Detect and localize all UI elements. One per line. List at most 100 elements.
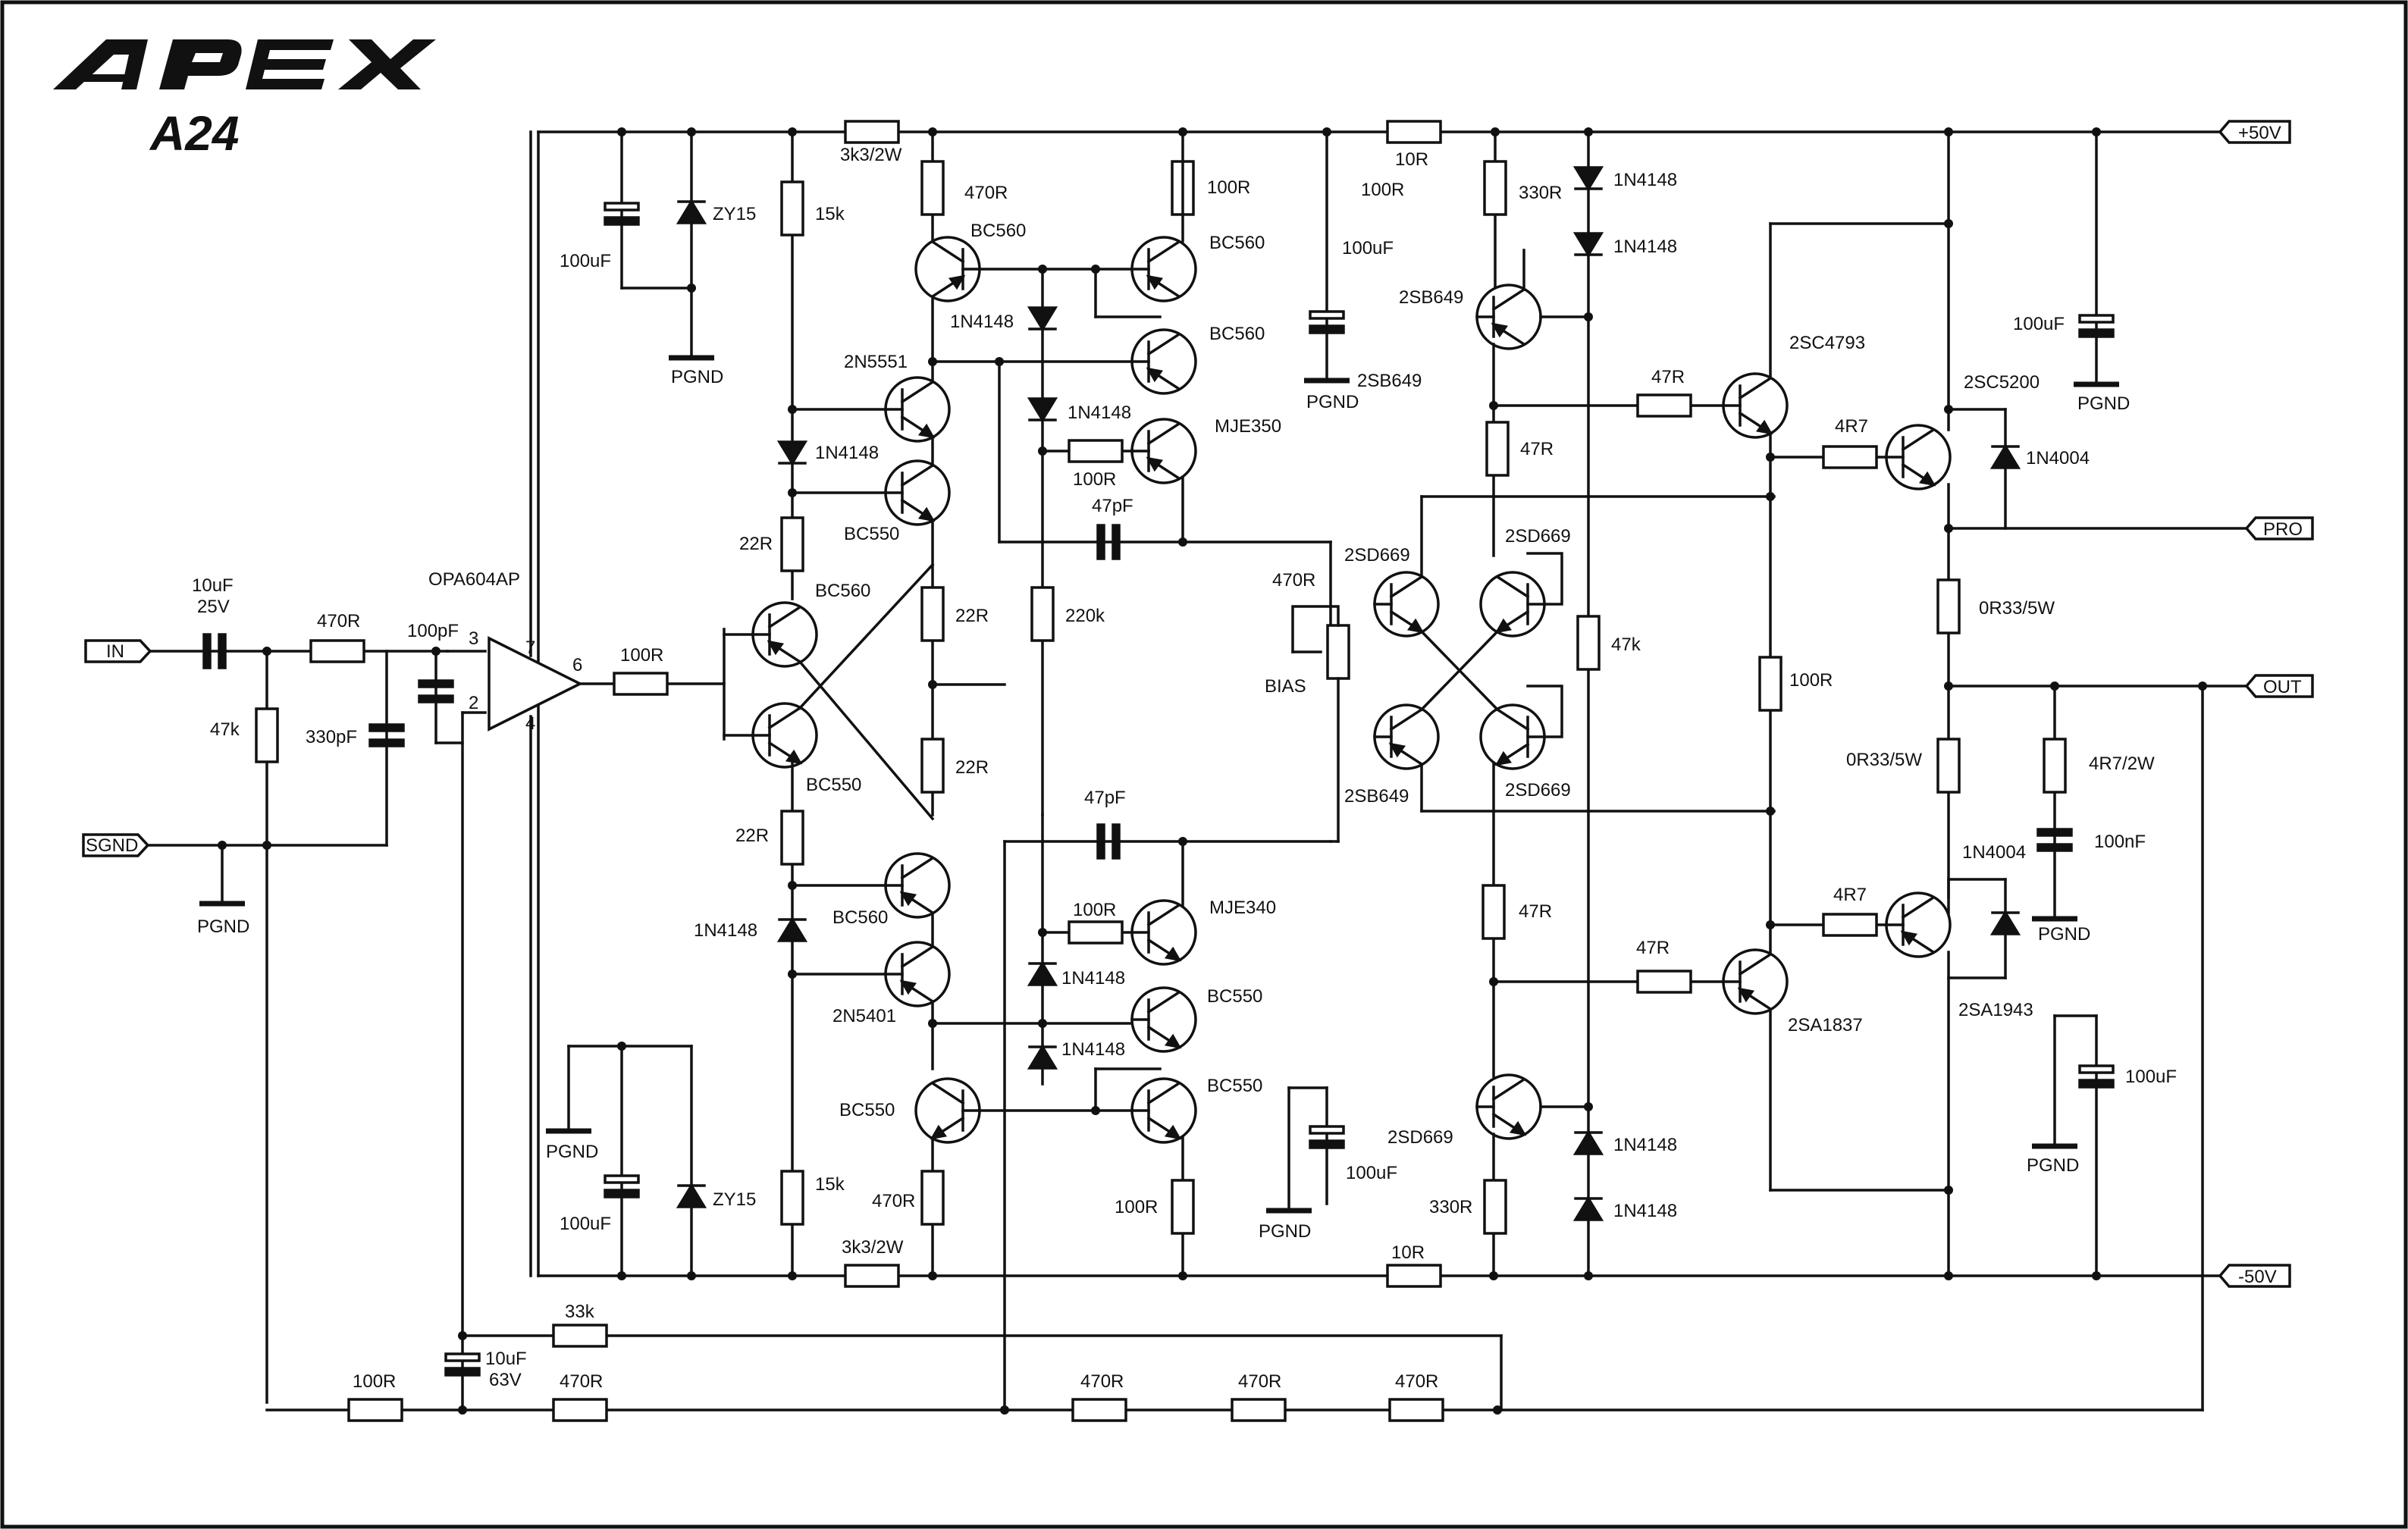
- port-v-pos[interactable]: +50V: [2218, 120, 2291, 144]
- port-in-label: IN: [106, 641, 124, 662]
- opamp-symbol: [488, 636, 583, 732]
- bias-and-drivers: 10R 100R 100uF 2SB649 PGND 10R 100uF PGN…: [1259, 120, 1776, 1288]
- r-470r-top-label: 470R: [964, 183, 1008, 203]
- r-470r-bot-label: 470R: [872, 1191, 915, 1211]
- r-47r-c-label: 47R: [1519, 901, 1552, 922]
- pgnd-rt-label: PGND: [2077, 393, 2130, 414]
- d-1n4148-e-label: 1N4148: [1061, 968, 1125, 989]
- q-2sb649-top-label: 2SB649: [1357, 371, 1422, 391]
- r-47r-d-label: 47R: [1636, 938, 1670, 958]
- c-100n-label: 100nF: [2094, 832, 2146, 852]
- c-100u-vt-label: 100uF: [1342, 238, 1394, 258]
- q-bc560-top-label: BC560: [970, 221, 1026, 241]
- vas-bottom: 47pF MJE340 100R 1N4148 1N4148 BC550 BC5…: [839, 788, 1332, 1277]
- c-100u-rb-label: 100uF: [2125, 1067, 2177, 1087]
- c-100p-label: 100pF: [407, 621, 459, 641]
- q-2sd669-a-label: 2SD669: [1344, 545, 1410, 566]
- c-in-label: 10uF: [192, 575, 234, 596]
- r-bot-3k3-label: 3k3/2W: [842, 1237, 904, 1258]
- r-10r-top-label: 10R: [1395, 149, 1428, 170]
- q-2sb649-drv-label: 2SB649: [1399, 287, 1463, 308]
- r-470r-bias-label: 470R: [1272, 570, 1315, 591]
- q-2sa1943-label: 2SA1943: [1958, 1000, 2033, 1020]
- apex-logo: [53, 39, 436, 89]
- pgnd-in-label: PGND: [197, 916, 249, 937]
- bias-label: BIAS: [1265, 676, 1306, 697]
- c-top-100u-label: 100uF: [560, 251, 611, 271]
- r-220k-label: 220k: [1065, 606, 1105, 626]
- c-330p-label: 330pF: [306, 727, 357, 747]
- r-4r7-b-label: 4R7: [1833, 885, 1867, 905]
- opamp-label: OPA604AP: [428, 569, 520, 590]
- port-in[interactable]: IN: [84, 639, 152, 663]
- opamp-pin3: 3: [469, 628, 478, 649]
- output-stage: 47R 2SC4793 4R7 2SC5200 1N4004 100uF PGN…: [1636, 130, 2177, 1277]
- q-mje350-label: MJE350: [1215, 416, 1281, 437]
- r-100r-mid-label: 100R: [1789, 670, 1833, 691]
- r-22r-a-label: 22R: [739, 534, 773, 554]
- q-bc560-b-label: BC560: [832, 907, 888, 928]
- port-pro-label: PRO: [2263, 519, 2303, 540]
- d-1n4148-i-label: 1N4148: [1613, 1135, 1677, 1155]
- d-1n4004-b-label: 1N4004: [1962, 842, 2026, 863]
- q-2sc5200-label: 2SC5200: [1964, 372, 2040, 393]
- d-1n4148-g-label: 1N4148: [1613, 170, 1677, 190]
- r-33k-label: 33k: [565, 1302, 595, 1322]
- q-2sd669-b-label: 2SD669: [1505, 526, 1571, 547]
- port-v-neg-label: -50V: [2238, 1267, 2277, 1287]
- model-label: A24: [149, 106, 239, 161]
- r-100r-bot2-label: 100R: [1115, 1197, 1158, 1217]
- r-47k-in-label: 47k: [210, 719, 240, 740]
- c-100u-vb-label: 100uF: [1346, 1163, 1397, 1183]
- d-bot-1-label: 1N4148: [694, 920, 757, 941]
- r-22r-d-label: 22R: [735, 826, 769, 846]
- r-22r-c-label: 22R: [955, 757, 989, 778]
- d-1n4148-f-label: 1N4148: [1061, 1039, 1125, 1060]
- r-10r-bot-label: 10R: [1391, 1242, 1425, 1263]
- c-in-voltage: 25V: [197, 597, 230, 617]
- r-100r-fb-label: 100R: [353, 1371, 396, 1392]
- r-0r33-b-label: 0R33/5W: [1846, 750, 1922, 770]
- r-470r-fb1-label: 470R: [560, 1371, 603, 1392]
- port-pro[interactable]: PRO: [1947, 516, 2314, 540]
- q-bc560-m2-label: BC560: [1209, 324, 1265, 344]
- port-v-neg[interactable]: -50V: [2218, 1264, 2291, 1288]
- pgnd-bot-label: PGND: [546, 1142, 598, 1162]
- port-out[interactable]: OUT: [1947, 674, 2314, 698]
- r-4r7-a-label: 4R7: [1835, 416, 1868, 437]
- d-1n4004-a-label: 1N4004: [2026, 448, 2090, 468]
- q-2sd669-drv-label: 2SD669: [1387, 1127, 1453, 1148]
- d-1n4148-c-label: 1N4148: [950, 312, 1014, 332]
- r-47k-mid-label: 47k: [1611, 634, 1641, 655]
- c-10u63-label: 10uF: [485, 1349, 527, 1369]
- q-bc560-m1-label: BC560: [1209, 233, 1265, 253]
- opamp-pin6: 6: [572, 655, 582, 675]
- r-470r-fb4-label: 470R: [1395, 1371, 1438, 1392]
- r-470r-fb2-label: 470R: [1080, 1371, 1124, 1392]
- d-1n4148-h-label: 1N4148: [1613, 237, 1677, 257]
- r-100r-mje340-label: 100R: [1073, 900, 1116, 920]
- q-bc550-a-label: BC550: [844, 524, 899, 544]
- port-v-pos-label: +50V: [2238, 123, 2281, 143]
- zy-top-label: ZY15: [713, 204, 756, 224]
- port-sgnd-label: SGND: [86, 835, 138, 856]
- r-15k-top-label: 15k: [815, 204, 845, 224]
- r-100r-top2-label: 100R: [1207, 177, 1250, 198]
- r-470r-fb3-label: 470R: [1238, 1371, 1281, 1392]
- q-bc550-in-label: BC550: [806, 775, 861, 795]
- q-mje340-label: MJE340: [1209, 898, 1276, 918]
- r-330r-top-label: 330R: [1519, 183, 1562, 203]
- c-100u-rt-label: 100uF: [2013, 314, 2065, 334]
- c-47p-bot-label: 47pF: [1084, 788, 1126, 808]
- port-out-label: OUT: [2263, 677, 2302, 697]
- r-15k-bot-label: 15k: [815, 1174, 845, 1195]
- d-1n4148-j-label: 1N4148: [1613, 1201, 1677, 1221]
- r-0r33-a-label: 0R33/5W: [1979, 598, 2055, 619]
- q-2sd669-c-label: 2SD669: [1505, 780, 1571, 801]
- q-2n5551-label: 2N5551: [844, 352, 908, 372]
- q-bc560-in-label: BC560: [815, 581, 870, 601]
- feedback-network: 100R 10uF 63V 470R 33k 470R 470R 470R: [265, 685, 2204, 1422]
- port-sgnd[interactable]: SGND: [82, 833, 150, 857]
